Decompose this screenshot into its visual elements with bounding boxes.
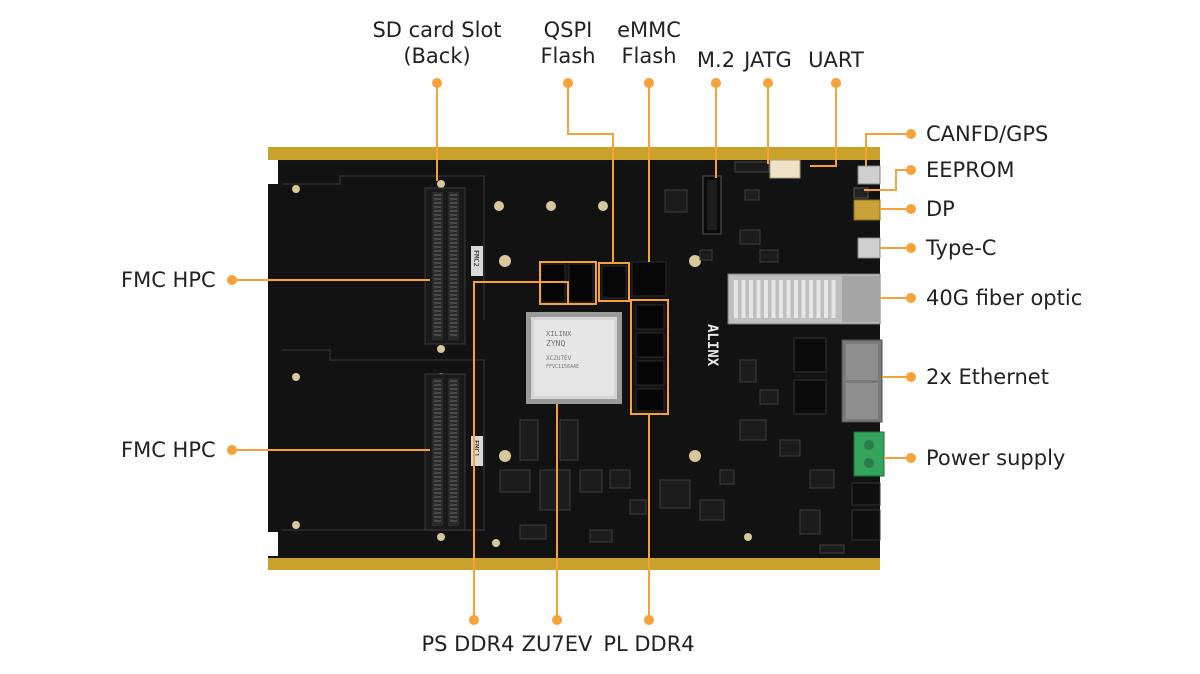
chip-text-package: FFVC1156AAE: [546, 364, 579, 370]
ethernet-jacks: [841, 339, 883, 423]
label-type-c: Type-C: [926, 236, 997, 260]
label-canfd-gps: CANFD/GPS: [926, 122, 1049, 146]
uart-connector: [769, 159, 801, 179]
label-emmc-line1: eMMC: [617, 18, 681, 42]
label-emmc-line2: Flash: [621, 44, 677, 68]
emmc-chip: [631, 261, 667, 297]
label-sd-card-slot-line1: SD card Slot: [372, 18, 502, 42]
label-pl-ddr4: PL DDR4: [603, 632, 695, 656]
chip-text-model: XCZU7EV: [546, 355, 572, 362]
label-dp: DP: [926, 197, 955, 221]
zu7ev-chip: XILINX ZYNQ XCZU7EV FFVC1156AAE: [526, 312, 622, 404]
fmc2-connector: [424, 187, 483, 345]
type-c-connector: [857, 237, 881, 259]
canfd-gps-connector: [857, 165, 881, 185]
brand-alinx: ALINX: [704, 324, 720, 367]
callout-dots: [227, 78, 916, 625]
dp-connector: [853, 199, 881, 221]
eeprom-chip: [853, 187, 869, 199]
label-power-supply: Power supply: [926, 446, 1066, 470]
silk-fmc1: FMC1: [472, 440, 480, 457]
power-terminal: [853, 431, 885, 477]
label-ps-ddr4: PS DDR4: [421, 632, 515, 656]
silk-fmc2: FMC2: [472, 250, 480, 267]
qspi-flash-chip: [598, 262, 630, 302]
chip-text-xilinx: XILINX: [546, 330, 572, 338]
label-fiber-optic: 40G fiber optic: [926, 286, 1083, 310]
fmc1-connector: [424, 373, 483, 531]
label-m2: M.2: [696, 48, 736, 72]
label-qspi-flash: QSPI Flash: [528, 17, 608, 69]
label-emmc-flash: eMMC Flash: [609, 17, 689, 69]
pl-ddr4-chips: [630, 299, 669, 415]
label-fmc-hpc-top: FMC HPC: [121, 268, 216, 292]
label-eeprom: EEPROM: [926, 158, 1015, 182]
label-zu7ev: ZU7EV: [521, 632, 593, 656]
qsfp-cage: [727, 273, 881, 325]
label-sd-card-slot-line2: (Back): [403, 44, 471, 68]
label-qspi-line1: QSPI: [543, 18, 593, 42]
label-ethernet: 2x Ethernet: [926, 365, 1049, 389]
label-jatg: JATG: [744, 48, 792, 72]
label-uart: UART: [808, 48, 864, 72]
jtag-header: [734, 161, 770, 173]
label-sd-card-slot: SD card Slot (Back): [362, 17, 512, 69]
callout-lines: [232, 83, 911, 620]
label-qspi-line2: Flash: [540, 44, 596, 68]
chip-text-zynq: ZYNQ: [546, 339, 565, 348]
label-fmc-hpc-bottom: FMC HPC: [121, 438, 216, 462]
